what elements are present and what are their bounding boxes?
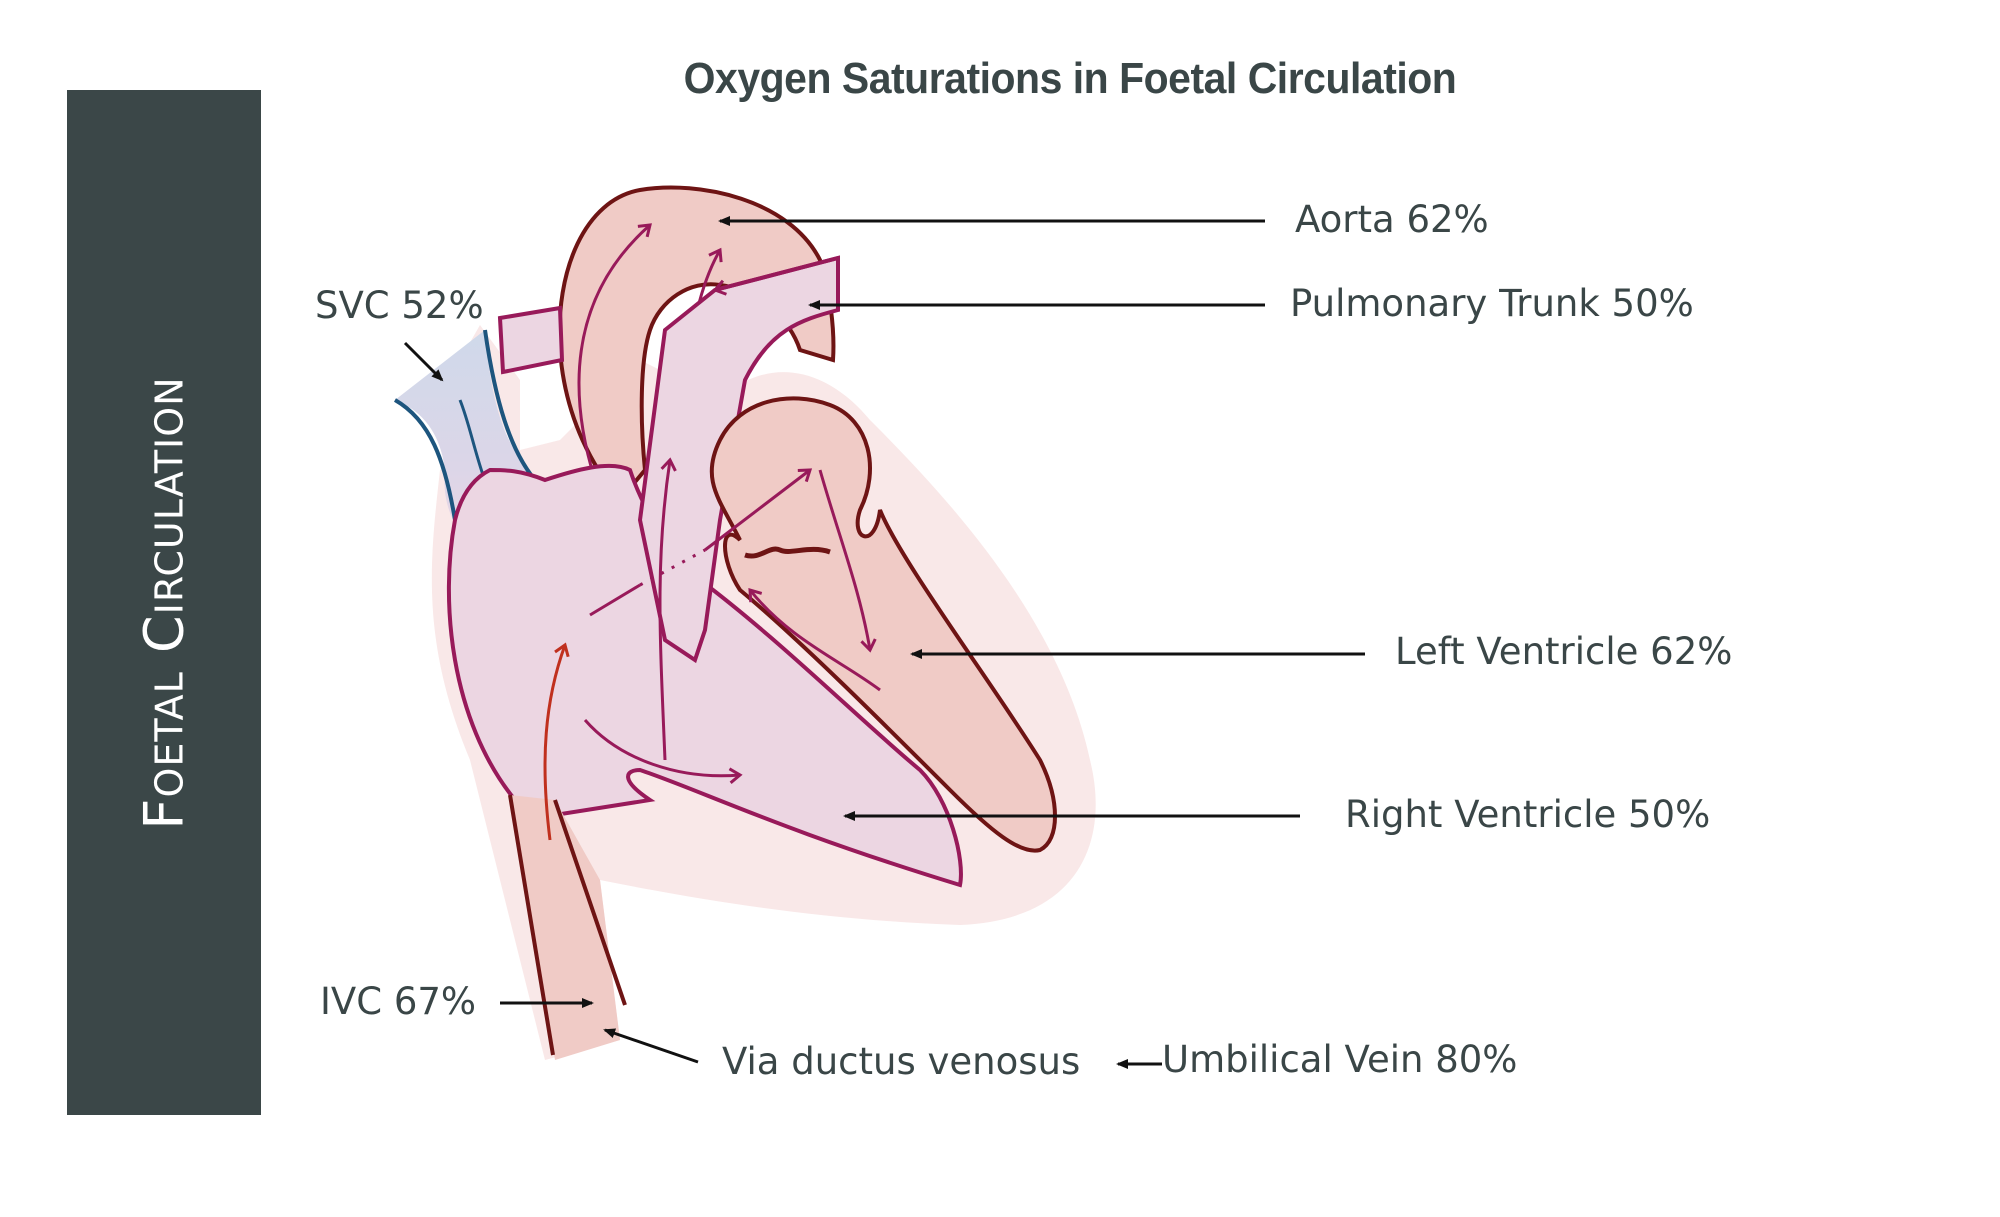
ivc-label: IVC 67% <box>320 980 477 1023</box>
right-ventricle-label: Right Ventricle 50% <box>1345 793 1711 836</box>
foramen-ovale-flow <box>589 468 813 617</box>
ductus-venosus-label: Via ductus venosus <box>722 1040 1081 1083</box>
pulmonary-trunk-label: Pulmonary Trunk 50% <box>1290 282 1694 325</box>
aorta-label: Aorta 62% <box>1295 198 1489 241</box>
svc-pointer <box>403 341 444 382</box>
brachiocephalic-branch <box>497 305 565 375</box>
ivc-vessel <box>508 642 627 1060</box>
septum-flow-line <box>658 457 677 761</box>
ductus-venosus-pointer <box>603 1028 699 1064</box>
label-pointers <box>403 216 1365 1069</box>
page-title: Oxygen Saturations in Foetal Circulation <box>683 54 1457 103</box>
pulmonary-trunk <box>637 255 840 664</box>
umbilical-vein-label: Umbilical Vein 80% <box>1162 1038 1518 1081</box>
side-banner: Foetal Circulation <box>67 90 261 1115</box>
left-ventricle <box>709 396 1057 853</box>
svc-label: SVC 52% <box>315 284 484 327</box>
right-heart <box>446 463 963 888</box>
rv-flow-arrow <box>583 719 743 784</box>
left-ventricle-label: Left Ventricle 62% <box>1395 630 1733 673</box>
